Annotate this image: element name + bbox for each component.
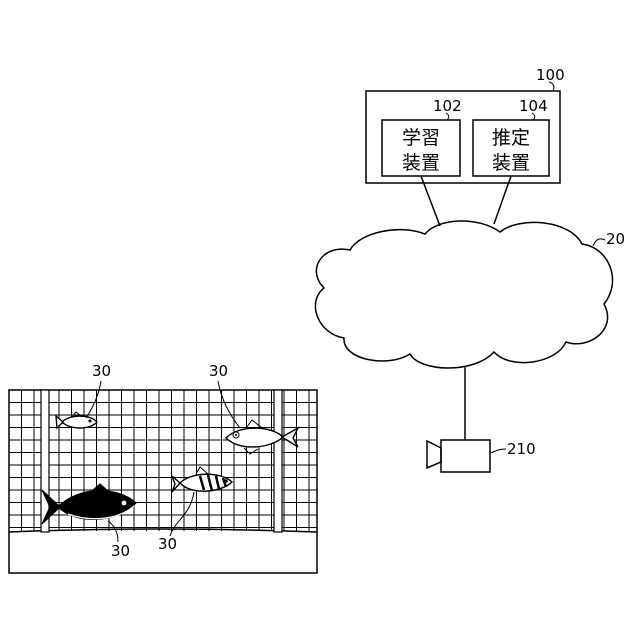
network-ref-label: 20 [606, 230, 625, 248]
fish-ref-label: 30 [92, 362, 111, 380]
fish-ref-middle: 30 [158, 492, 194, 553]
learning-device-label-1: 学習 [402, 127, 440, 149]
learning-device-label-2: 装置 [402, 152, 440, 174]
learning-device-box: 学習 装置 102 [382, 97, 462, 176]
system-ref-label: 100 [536, 66, 565, 84]
estimation-device-label-1: 推定 [492, 127, 530, 149]
fish-middle [172, 467, 232, 492]
camera-icon [427, 440, 490, 472]
fish-right [226, 420, 298, 454]
fish-ref-right: 30 [209, 362, 240, 428]
fish-ref-label: 30 [158, 535, 177, 553]
fish-ref-label: 30 [111, 542, 130, 560]
pen-post [274, 390, 282, 532]
fish-small [56, 412, 97, 428]
learning-device-ref-label: 102 [433, 97, 462, 115]
fish-ref-label: 30 [209, 362, 228, 380]
network-cloud: 20 [315, 221, 625, 368]
estimation-device-ref-label: 104 [519, 97, 548, 115]
fish-ref-tuna: 30 [108, 521, 130, 560]
estimation-device-label-2: 装置 [492, 152, 530, 174]
system-box: 100 [366, 66, 565, 183]
camera-ref-label: 210 [507, 440, 536, 458]
estimation-device-box: 推定 装置 104 [473, 97, 549, 176]
pen-floor [9, 529, 317, 532]
